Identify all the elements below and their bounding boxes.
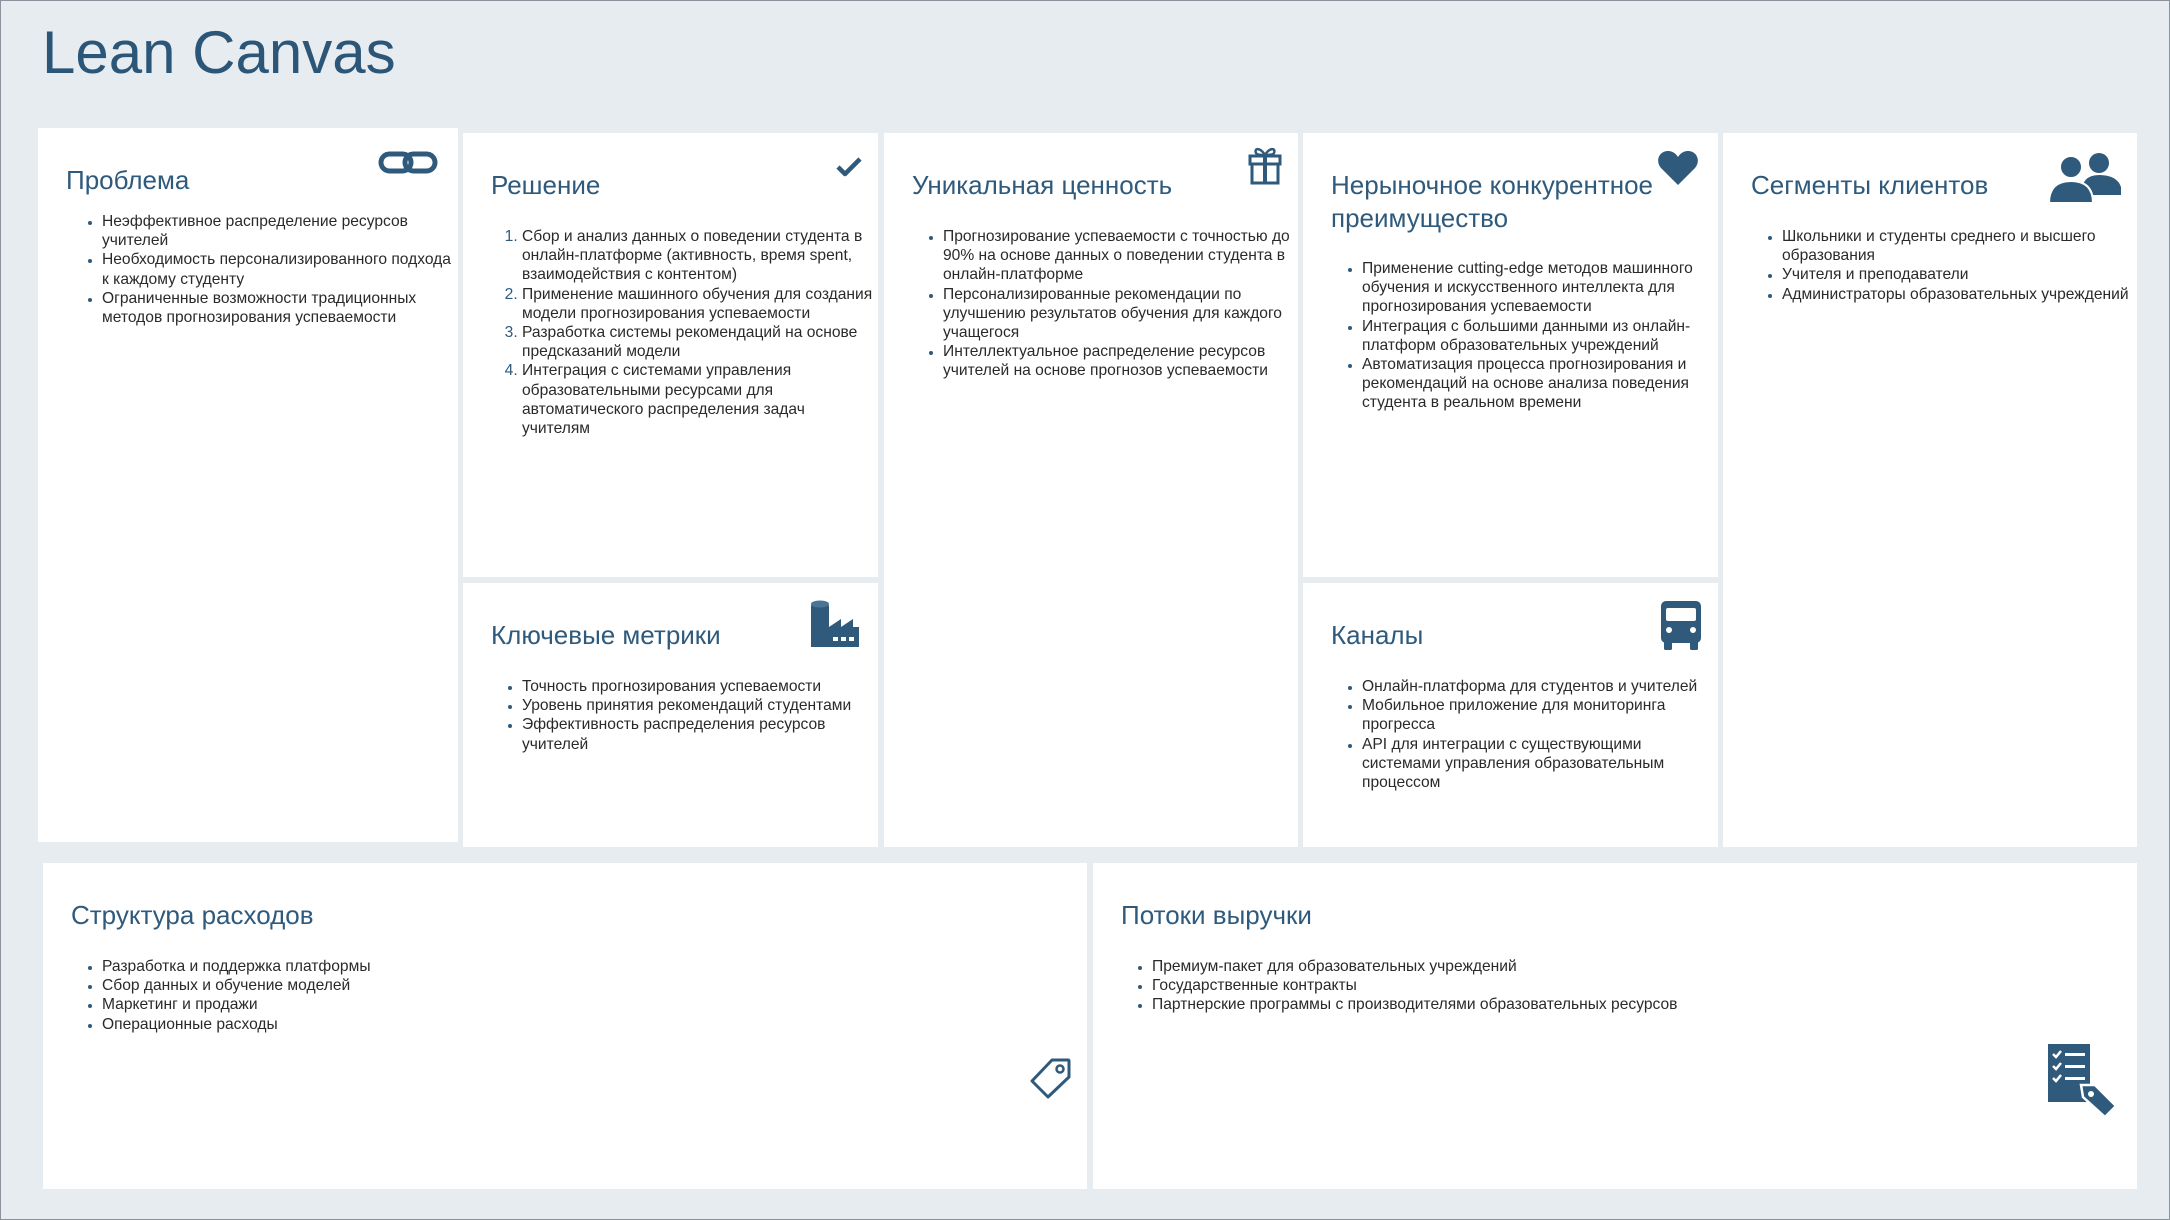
card-metrics-list: Точность прогнозирования успеваемости Ур… — [490, 677, 877, 754]
list-item: Интеграция с большими данными из онлайн-… — [1362, 317, 1717, 355]
link-icon — [378, 148, 438, 178]
card-advantage-list: Применение cutting-edge методов машинног… — [1330, 259, 1717, 413]
card-metrics-title: Ключевые метрики — [491, 620, 721, 650]
card-costs-list: Разработка и поддержка платформы Сбор да… — [70, 957, 1002, 1034]
gift-icon — [1248, 145, 1282, 185]
card-advantage-title: Нерыночное конкурентное преимущество — [1331, 169, 1653, 235]
list-item: Применение машинного обучения для создан… — [522, 285, 877, 323]
card-channels: Каналы Онлайн-платформа для студентов и … — [1303, 583, 1718, 847]
card-advantage-title-line1: Нерыночное конкурентное — [1331, 170, 1654, 200]
users-icon — [2047, 151, 2123, 205]
list-item: Автоматизация процесса прогнозирования и… — [1362, 355, 1717, 413]
card-uvp: Уникальная ценность Прогнозирование успе… — [884, 133, 1298, 847]
page-title: Lean Canvas — [42, 19, 396, 86]
list-item: Разработка и поддержка платформы — [102, 957, 1002, 976]
list-item: Уровень принятия рекомендаций студентами — [522, 696, 877, 715]
card-solution-title: Решение — [491, 170, 601, 200]
list-item: Администраторы образовательных учреждени… — [1782, 285, 2137, 304]
checkmark-icon — [835, 155, 863, 179]
price-tag-icon — [1030, 1057, 1072, 1099]
list-item: Сбор и анализ данных о поведении студент… — [522, 227, 877, 285]
list-item: Учителя и преподаватели — [1782, 265, 2137, 284]
card-problem-title: Проблема — [66, 165, 190, 195]
list-item: Применение cutting-edge методов машинног… — [1362, 259, 1717, 317]
list-item: Сбор данных и обучение моделей — [102, 976, 1002, 995]
card-channels-list: Онлайн-платформа для студентов и учителе… — [1330, 677, 1717, 792]
card-segments-list: Школьники и студенты среднего и высшего … — [1750, 227, 2137, 304]
list-item: Государственные контракты — [1152, 976, 2052, 995]
list-item: Партнерские программы с производителями … — [1152, 995, 2052, 1014]
list-item: Необходимость персонализированного подхо… — [102, 250, 452, 288]
list-item: Интеллектуальное распределение ресурсов … — [943, 342, 1298, 380]
card-revenue: Потоки выручки Премиум-пакет для образов… — [1093, 863, 2137, 1189]
card-problem-list: Неэффективное распределение ресурсов учи… — [70, 212, 452, 327]
list-item: Неэффективное распределение ресурсов учи… — [102, 212, 452, 250]
list-item: Интеграция с системами управления образо… — [522, 361, 877, 438]
list-item: API для интеграции с существующими систе… — [1362, 735, 1717, 793]
list-item: Разработка системы рекомендаций на основ… — [522, 323, 877, 361]
list-item: Прогнозирование успеваемости с точностью… — [943, 227, 1298, 285]
checklist-tag-icon — [2045, 1041, 2119, 1119]
card-advantage-title-line2: преимущество — [1331, 203, 1509, 233]
list-item: Маркетинг и продажи — [102, 995, 1002, 1014]
card-problem: Проблема Неэффективное распределение рес… — [38, 128, 458, 842]
card-uvp-list: Прогнозирование успеваемости с точностью… — [911, 227, 1298, 381]
card-metrics: Ключевые метрики Точность прогнозировани… — [463, 583, 878, 847]
card-costs: Структура расходов Разработка и поддержк… — [43, 863, 1087, 1189]
card-segments-title: Сегменты клиентов — [1751, 170, 1989, 200]
heart-icon — [1657, 149, 1699, 187]
card-revenue-title: Потоки выручки — [1121, 900, 1312, 930]
list-item: Персонализированные рекомендации по улуч… — [943, 285, 1298, 343]
list-item: Мобильное приложение для мониторинга про… — [1362, 696, 1717, 734]
list-item: Эффективность распределения ресурсов учи… — [522, 715, 877, 753]
list-item: Ограниченные возможности традиционных ме… — [102, 289, 452, 327]
card-costs-title: Структура расходов — [71, 900, 314, 930]
card-advantage: Нерыночное конкурентное преимущество При… — [1303, 133, 1718, 577]
truck-icon — [1659, 599, 1703, 651]
card-solution-list: Сбор и анализ данных о поведении студент… — [490, 227, 877, 438]
list-item: Точность прогнозирования успеваемости — [522, 677, 877, 696]
card-solution: Решение Сбор и анализ данных о поведении… — [463, 133, 878, 577]
list-item: Операционные расходы — [102, 1015, 1002, 1034]
factory-icon — [809, 599, 861, 649]
list-item: Премиум-пакет для образовательных учрежд… — [1152, 957, 2052, 976]
list-item: Школьники и студенты среднего и высшего … — [1782, 227, 2137, 265]
card-revenue-list: Премиум-пакет для образовательных учрежд… — [1120, 957, 2052, 1015]
card-channels-title: Каналы — [1331, 620, 1424, 650]
card-segments: Сегменты клиентов Школьники и студенты с… — [1723, 133, 2137, 847]
card-uvp-title: Уникальная ценность — [912, 170, 1173, 200]
list-item: Онлайн-платформа для студентов и учителе… — [1362, 677, 1717, 696]
